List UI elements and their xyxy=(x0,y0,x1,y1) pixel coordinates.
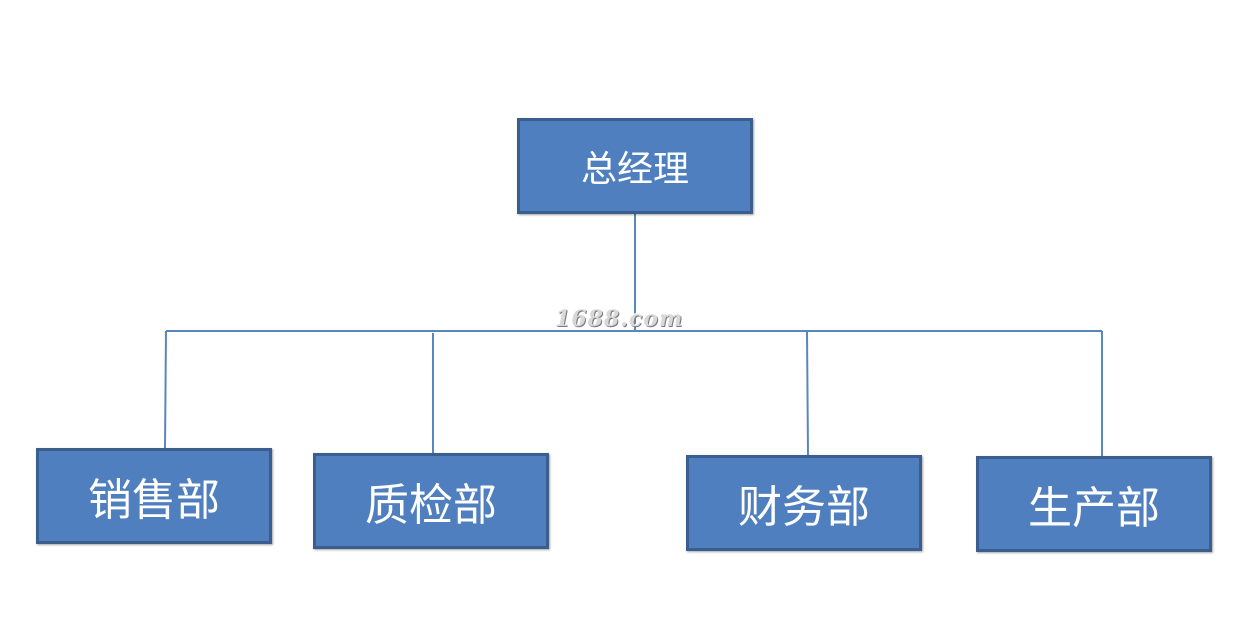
watermark: 1688.com xyxy=(555,306,684,332)
general-manager-box: 总经理 xyxy=(517,118,753,214)
sales-department-label: 销售部 xyxy=(88,475,220,526)
sales-department-box: 销售部 xyxy=(36,448,272,544)
connector-finance xyxy=(806,330,809,456)
production-department-label: 生产部 xyxy=(1028,483,1160,534)
finance-department-label: 财务部 xyxy=(738,482,870,533)
general-manager-label: 总经理 xyxy=(580,149,689,190)
connector-sales xyxy=(164,330,167,449)
quality-inspection-department-box: 质检部 xyxy=(313,453,549,549)
finance-department-box: 财务部 xyxy=(686,455,922,551)
quality-inspection-department-label: 质检部 xyxy=(365,480,497,531)
production-department-box: 生产部 xyxy=(976,456,1212,552)
